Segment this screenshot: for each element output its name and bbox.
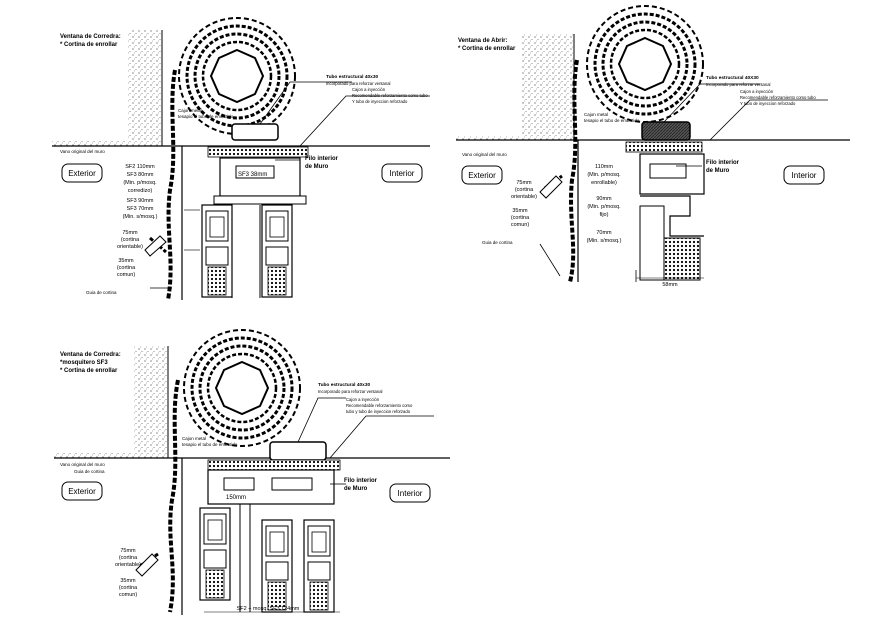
- panel-2-filo-2: de Muro: [706, 168, 730, 174]
- panel-1-tube-note-2: Incorporado para reforzar ventanal: [326, 81, 391, 86]
- panel-2-guide-note: Guia de cortina: [482, 240, 513, 245]
- panel-1-c35-2: (cortina: [117, 265, 136, 271]
- panel-2-exterior-box: [461, 165, 503, 185]
- panel-3-tube-note-3: Cajon a inyección: [346, 397, 380, 402]
- panel-2-tube-note: Tubo estructural 40X30: [706, 75, 759, 81]
- panel-2-interior-label: Interior: [792, 171, 817, 180]
- panel-3-interior-label: Interior: [398, 489, 423, 498]
- panel-1-dim-4: corredizo): [128, 188, 153, 194]
- panel-3-title: Ventana de Corredra:: [60, 352, 121, 358]
- panel-3-guide-note: Guia de cortina: [74, 469, 105, 474]
- panel-3-c75-1: 75mm: [120, 548, 136, 554]
- panel-3-tube-note-5: tubo y tubo de inyeccion reforzado: [346, 409, 411, 414]
- panel-1-tube-note: Tubo estructural 40x30: [326, 74, 378, 80]
- panel-2-dim-6: fijo): [600, 212, 609, 218]
- panel-1-dim-3: (Min. p/mosq.: [123, 180, 157, 186]
- panel-2-cajon-note-2: tesapio el tubo de embutido: [584, 118, 640, 123]
- panel-2-dim-1: 110mm: [595, 164, 613, 170]
- panel-1-filo-1: Filo interior: [305, 156, 339, 162]
- panel-2-c35-2: (cortina: [511, 215, 530, 221]
- panel-3-cajon-note: Cajon metal: [182, 436, 206, 441]
- panel-1-c75-2: (cortina: [121, 237, 140, 243]
- panel-3-cajon-note-2: tesapio el tubo de embutido: [182, 442, 238, 447]
- panel-1-interior-label: Interior: [390, 169, 415, 178]
- panel-1-c75-3: orientable): [117, 244, 143, 250]
- panel-3-dim-150: 150mm: [226, 495, 246, 501]
- panel-1-dim-6: SF3 70mm: [127, 206, 154, 212]
- panel-3-interior-box: [389, 483, 431, 503]
- panel-3-tube-note-2: Incorporado para reforzar ventanal: [318, 389, 383, 394]
- panel-2-dim-5: (Min. p/mosq.: [587, 204, 621, 210]
- panel-1-wall-note: Vano original del muro: [60, 149, 105, 154]
- panel-2-exterior-label: Exterior: [468, 171, 496, 180]
- panel-3-filo-1: Filo interior: [344, 478, 378, 484]
- panel-3: Ventana de Corredra: *mosquitero SF3 * C…: [54, 328, 450, 615]
- panel-1: Ventana de Corredra: * Cortina de enroll…: [52, 16, 430, 301]
- panel-1-dim-2: SF3 80mm: [127, 172, 154, 178]
- panel-2-c35-3: comun): [511, 222, 530, 228]
- panel-1-c35-1: 35mm: [118, 258, 134, 264]
- panel-2-tube-note-2: Incorporado para reforzar ventanal: [706, 82, 771, 87]
- panel-3-filo-2: de Muro: [344, 486, 368, 492]
- panel-2-dim-4: 90mm: [596, 196, 612, 202]
- panel-3-tube-note-4: Recomendable reforzamiento como: [346, 403, 413, 408]
- panel-1-tube-note-4: Recomendable reforzamiento como tubo: [352, 93, 428, 98]
- panel-3-c35-3: comun): [119, 592, 138, 598]
- panel-1-dim-1: SF2 110mm: [125, 164, 155, 170]
- panel-1-cajon-note: Cajon metal: [178, 108, 202, 113]
- panel-2-tube-note-3: Cajon a inyección: [740, 89, 774, 94]
- panel-2-c75-2: (cortina: [515, 187, 534, 193]
- panel-2-filo-1: Filo interior: [706, 160, 740, 166]
- panel-1-c75-1: 75mm: [122, 230, 138, 236]
- panel-2-interior-box: [783, 165, 825, 185]
- panel-1-filo-2: de Muro: [305, 164, 329, 170]
- panel-2-bottom-dim: 58mm: [662, 282, 678, 288]
- panel-1-dim-5: SF3 90mm: [127, 198, 154, 204]
- panel-2-tube-note-5: Y tubo de inyeccion reforzado: [740, 101, 796, 106]
- panel-2-dim-3: enrollable): [591, 180, 617, 186]
- panel-3-wall-note: Vano original del muro: [60, 462, 105, 467]
- panel-3-c35-2: (cortina: [119, 585, 138, 591]
- panel-3-subtitle: *mosquitero SF3: [60, 360, 108, 366]
- panel-2-c75-1: 75mm: [516, 180, 532, 186]
- panel-2: Ventana de Abrir: * Cortina de enrollar …: [456, 4, 850, 288]
- panel-3-exterior-label: Exterior: [68, 487, 96, 496]
- panel-2-c75-3: orientable): [511, 194, 537, 200]
- panel-1-interior-box: [381, 163, 423, 183]
- panel-3-bottom-dim: SF2 + mosq. SF3 124mm: [237, 606, 300, 612]
- panel-1-guide-note: Guia de cortina: [86, 290, 117, 295]
- panel-2-subtitle: * Cortina de enrollar: [458, 46, 516, 52]
- panel-1-title: Ventana de Corredra:: [60, 34, 121, 40]
- panel-1-subtitle: * Cortina de enrollar: [60, 42, 118, 48]
- panel-1-exterior-box: [61, 163, 103, 183]
- panel-1-tube-note-3: Cajon a inyección: [352, 87, 386, 92]
- panel-2-dim-8: (Min. s/mosq.): [587, 238, 622, 244]
- panel-2-dim-2: (Min. p/mosq.: [587, 172, 621, 178]
- panel-1-dim-7: (Min. s/mosq.): [123, 214, 158, 220]
- panel-1-exterior-label: Exterior: [68, 169, 96, 178]
- panel-1-sf3-dim: SF3 38mm: [238, 172, 267, 178]
- panel-1-cajon-note-2: tesapio el tubo de embutido: [178, 114, 234, 119]
- panel-1-tube-note-5: Y tubo de inyeccion reforzado: [352, 99, 408, 104]
- panel-2-title: Ventana de Abrir:: [458, 38, 507, 44]
- panel-2-dim-7: 70mm: [596, 230, 612, 236]
- panel-2-tube-note-4: Recomendable reforzamiento como tubo: [740, 95, 816, 100]
- panel-3-c75-2: (cortina: [119, 555, 138, 561]
- panel-2-c35-1: 35mm: [512, 208, 528, 214]
- panel-3-tube-note: Tubo estructural 40x30: [318, 382, 370, 388]
- panel-3-c75-3: orientable): [115, 562, 141, 568]
- panel-3-exterior-box: [61, 481, 103, 501]
- panel-1-c35-3: comun): [117, 272, 136, 278]
- panel-2-wall-note: Vano original del muro: [462, 152, 507, 157]
- panel-3-subtitle-2: * Cortina de enrollar: [60, 368, 118, 374]
- panel-2-cajon-note: Cajon metal: [584, 112, 608, 117]
- panel-3-c35-1: 35mm: [120, 578, 136, 584]
